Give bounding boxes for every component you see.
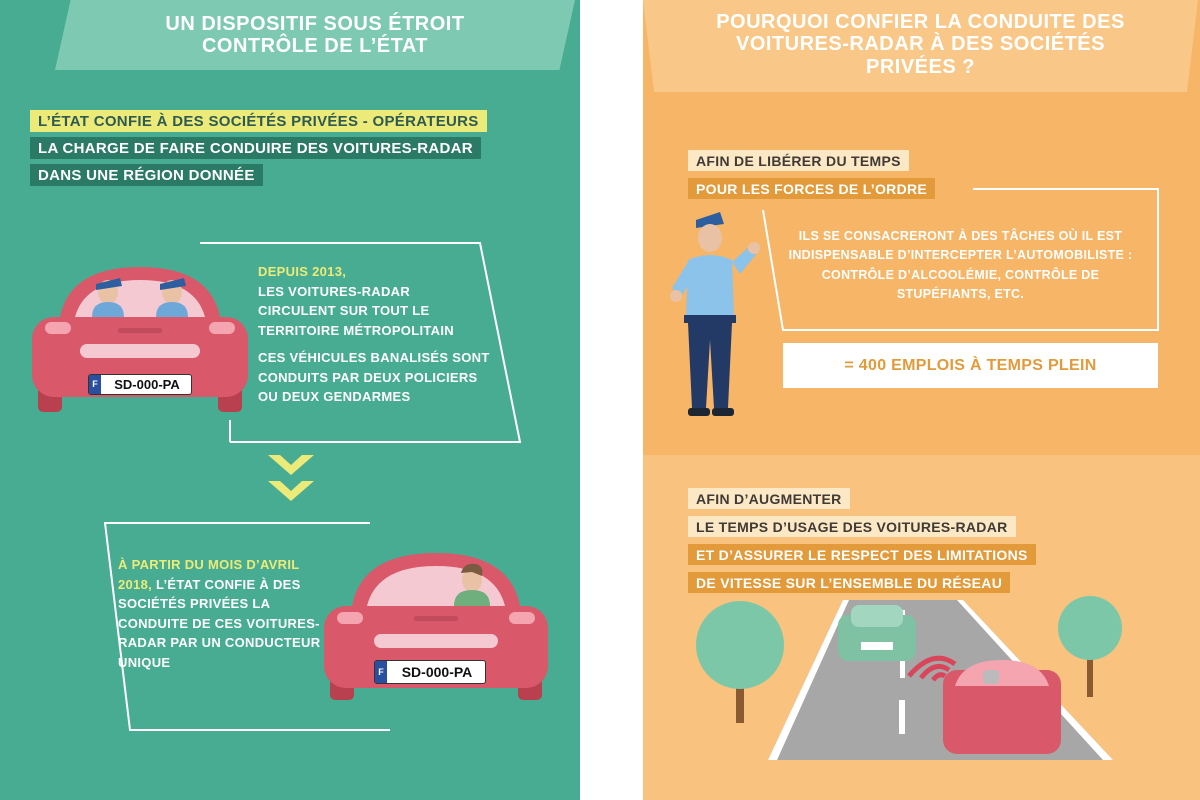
police-car-icon	[32, 267, 248, 412]
radar-wave-icon	[907, 655, 957, 682]
right-outline-frame	[762, 188, 1159, 331]
april-2018-text: À PARTIR DU MOIS D’AVRIL 2018, L’ÉTAT CO…	[118, 555, 330, 672]
police-tasks-text: ILS SE CONSACRERONT À DES TÂCHES OÙ IL E…	[788, 229, 1133, 302]
left-title-line2: CONTRÔLE DE L’ÉTAT	[201, 35, 429, 58]
left-title-banner: UN DISPOSITIF SOUS ÉTROIT CONTRÔLE DE L’…	[55, 0, 575, 70]
road-icon	[768, 600, 1113, 800]
left-outline-frames	[103, 242, 522, 731]
vehicles-body: CES VÉHICULES BANALISÉS SONT CONDUITS PA…	[258, 350, 490, 404]
plate-country-bottom: F	[375, 661, 387, 683]
augmenter-highlight-2: LE TEMPS D’USAGE DES VOITURES-RADAR	[688, 516, 1016, 537]
since-body: LES VOITURES-RADAR CIRCULENT SUR TOUT LE…	[258, 283, 454, 338]
plate-number-top: SD-000-PA	[114, 377, 180, 392]
since-2013-text: DEPUIS 2013, LES VOITURES-RADAR CIRCULEN…	[258, 262, 490, 415]
right-panel: POURQUOI CONFIER LA CONDUITE DES VOITURE…	[643, 0, 1200, 800]
left-highlight-1: L’ÉTAT CONFIE À DES SOCIÉTÉS PRIVÉES - O…	[30, 110, 487, 132]
right-title-line1: POURQUOI CONFIER LA CONDUITE DES	[716, 11, 1125, 33]
april-label: À PARTIR DU MOIS D’AVRIL 2018,	[118, 557, 300, 592]
right-title-line2: VOITURES-RADAR À DES SOCIÉTÉS	[736, 33, 1105, 56]
augmenter-highlight-1: AFIN D’AUGMENTER	[688, 488, 850, 509]
tree-icon	[696, 601, 784, 723]
augmenter-highlight-3: ET D’ASSURER LE RESPECT DES LIMITATIONS	[688, 544, 1036, 565]
april-body: L’ÉTAT CONFIE À DES SOCIÉTÉS PRIVÉES LA …	[118, 576, 321, 670]
augmenter-highlight-4: DE VITESSE SUR L’ENSEMBLE DU RÉSEAU	[688, 572, 1011, 593]
red-radar-car	[943, 660, 1061, 754]
plate-number-bottom: SD-000-PA	[401, 664, 473, 680]
liberer-highlight-1: AFIN DE LIBÉRER DU TEMPS	[688, 150, 909, 171]
left-highlight-2: LA CHARGE DE FAIRE CONDUIRE DES VOITURES…	[30, 137, 481, 159]
civilian-car-icon	[324, 553, 548, 700]
license-plate-top: F SD-000-PA	[88, 374, 192, 395]
since-label: DEPUIS 2013,	[258, 264, 347, 279]
liberer-highlight-2: POUR LES FORCES DE L’ORDRE	[688, 178, 936, 199]
left-panel: UN DISPOSITIF SOUS ÉTROIT CONTRÔLE DE L’…	[0, 0, 580, 800]
tree-icon	[1058, 596, 1122, 697]
left-title-line1: UN DISPOSITIF SOUS ÉTROIT	[165, 13, 465, 35]
emplois-box: = 400 EMPLOIS À TEMPS PLEIN	[783, 343, 1158, 388]
right-title-banner: POURQUOI CONFIER LA CONDUITE DES VOITURE…	[643, 0, 1198, 92]
license-plate-bottom: F SD-000-PA	[374, 660, 486, 684]
right-title-line3: PRIVÉES ?	[866, 55, 975, 78]
down-chevron-icon	[268, 455, 314, 501]
left-highlight-3: DANS UNE RÉGION DONNÉE	[30, 164, 263, 186]
green-car	[838, 605, 916, 661]
plate-country-top: F	[89, 375, 101, 394]
police-officer-icon	[670, 212, 760, 416]
